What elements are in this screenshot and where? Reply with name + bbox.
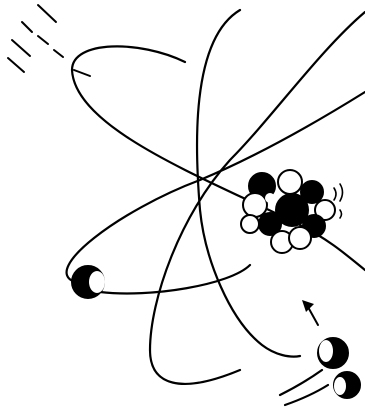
electron-left: [72, 266, 105, 298]
